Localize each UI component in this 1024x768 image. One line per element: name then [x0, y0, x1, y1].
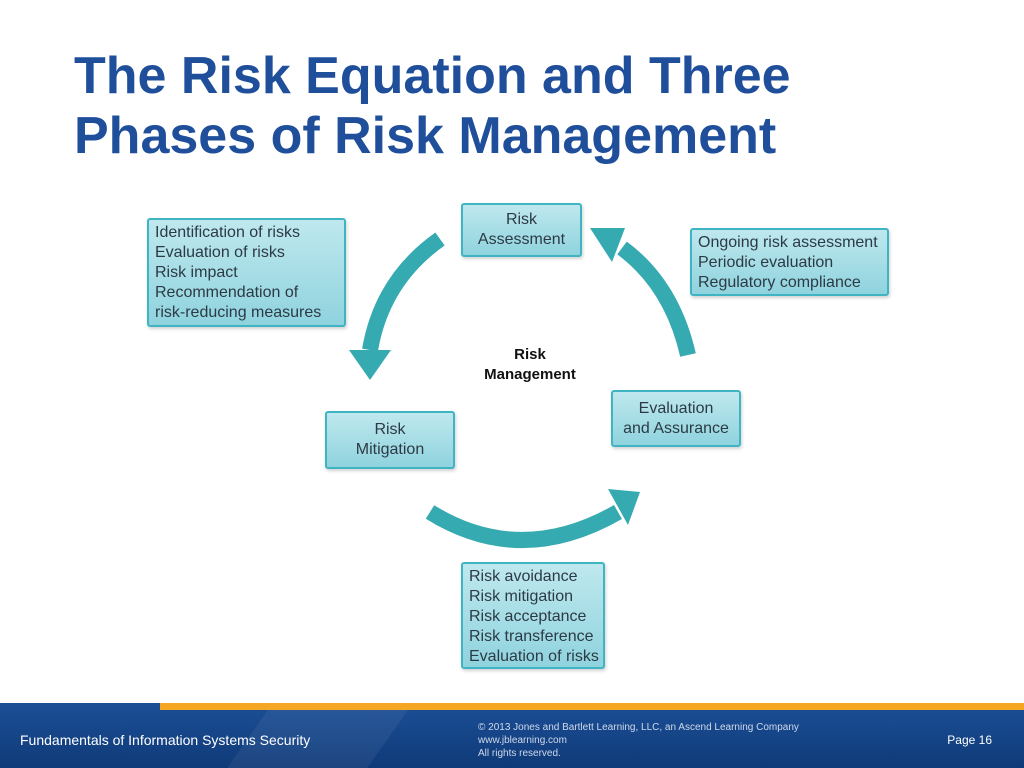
course-title: Fundamentals of Information Systems Secu…	[20, 732, 311, 748]
risk-mitigation-line-1: Risk	[374, 421, 406, 438]
rights-text: All rights reserved.	[478, 748, 561, 759]
footer-accent-line	[160, 703, 1024, 710]
list-item: Evaluation of risks	[155, 244, 285, 261]
risk-assessment-line-1: Risk	[505, 211, 538, 228]
footer: Fundamentals of Information Systems Secu…	[0, 703, 1024, 768]
center-label-line-2: Management	[484, 366, 576, 383]
list-item: Evaluation of risks	[469, 648, 599, 665]
evaluation-details-box: Ongoing risk assessment Periodic evaluat…	[690, 228, 889, 296]
list-item: Identification of risks	[155, 224, 300, 241]
copyright-text: © 2013 Jones and Bartlett Learning, LLC,…	[478, 722, 799, 733]
footer-bar	[0, 703, 1024, 768]
list-item: Recommendation of	[155, 284, 299, 301]
list-item: risk-reducing measures	[155, 304, 322, 321]
title-line-1: The Risk Equation and Three	[74, 47, 791, 105]
copyright-block: © 2013 Jones and Bartlett Learning, LLC,…	[478, 721, 799, 760]
slide-title: The Risk Equation and Three Phases of Ri…	[74, 46, 974, 166]
center-label-line-1: Risk	[514, 346, 546, 363]
website-text: www.jblearning.com	[478, 735, 567, 746]
evaluation-assurance-line-2: and Assurance	[623, 419, 729, 437]
list-item: Risk acceptance	[469, 608, 587, 625]
list-item: Ongoing risk assessment	[698, 234, 878, 251]
evaluation-assurance-line-1: Evaluation	[638, 399, 714, 417]
list-item: Regulatory compliance	[698, 274, 861, 291]
risk-mitigation-box: Risk Mitigation	[325, 411, 455, 469]
center-label: Risk Management	[460, 345, 600, 385]
list-item: Risk mitigation	[469, 588, 574, 605]
risk-assessment-box: Risk Assessment	[461, 203, 582, 257]
list-item: Periodic evaluation	[698, 254, 834, 271]
evaluation-assurance-box: Evaluation and Assurance	[611, 390, 741, 447]
cycle-arrow-icon	[425, 489, 640, 548]
list-item: Risk avoidance	[469, 568, 578, 585]
list-item: Risk impact	[155, 264, 238, 281]
risk-assessment-line-2: Assessment	[477, 231, 566, 248]
page-number: Page 16	[947, 733, 992, 747]
list-item: Risk transference	[469, 628, 594, 645]
cycle-arrow-icon	[590, 228, 696, 357]
risk-mitigation-line-2: Mitigation	[355, 441, 425, 458]
assessment-details-box: Identification of risks Evaluation of ri…	[147, 218, 346, 327]
mitigation-details-box: Risk avoidance Risk mitigation Risk acce…	[461, 562, 605, 669]
title-line-2: Phases of Risk Management	[74, 107, 777, 165]
cycle-arrow-icon	[349, 232, 445, 380]
